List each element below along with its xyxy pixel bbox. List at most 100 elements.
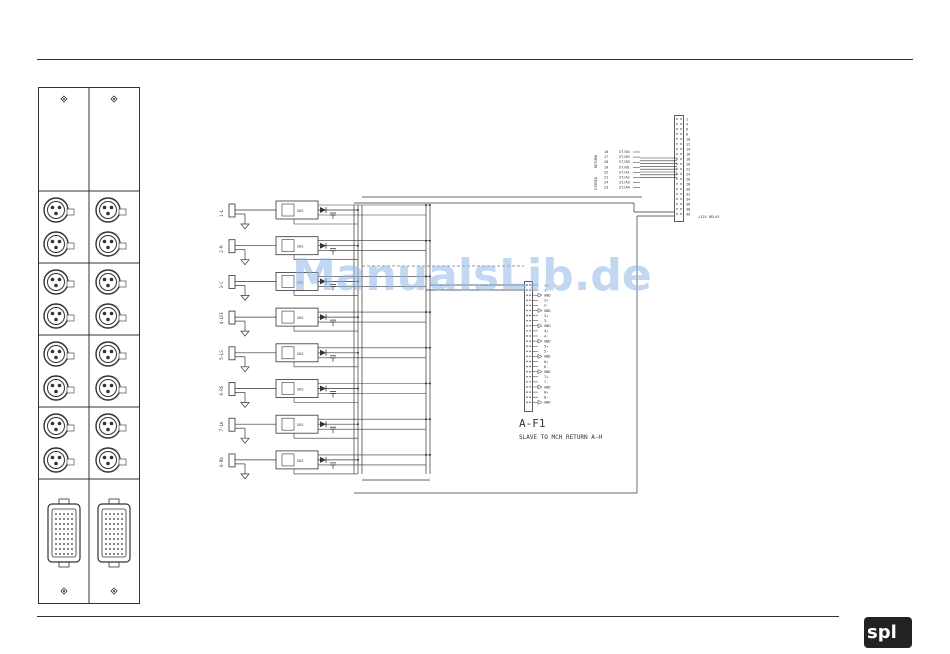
stereo-pin-name: ST/B4 [619, 150, 630, 154]
af1-pin-label: GND [544, 401, 551, 405]
pin-number: 16 [686, 152, 690, 156]
pin-number: 12 [686, 142, 690, 146]
af1-pin-label: GND [544, 294, 551, 298]
af1-pin-label: 7+ [544, 375, 549, 379]
channel-label: 2-R [219, 245, 224, 253]
pin-number: 40 [686, 212, 690, 216]
module-label: SOS [297, 316, 304, 320]
af1-pin-label: 6- [544, 365, 548, 369]
xlr-connector-icon [95, 269, 127, 295]
af1-pin-label: 2- [544, 304, 548, 308]
stereo-return-title-left: STEREO [594, 177, 598, 190]
spl-logo: spl [864, 617, 912, 648]
jack-icon [228, 310, 236, 325]
af1-pin-label: GND [544, 385, 551, 389]
xlr-connector-icon [43, 375, 75, 401]
pin-number: 4 [686, 122, 688, 126]
diode-icon [320, 242, 326, 249]
ground-icon [240, 223, 250, 230]
xlr-connector-icon [43, 303, 75, 329]
pin-number: 34 [686, 197, 690, 201]
af1-pin-label: GND [544, 309, 551, 313]
channel-strip: 2-R SOS [219, 236, 430, 266]
diode-icon [320, 349, 326, 356]
channel-label: 5-LS [219, 350, 224, 360]
af1-pin-label: 8+ [544, 390, 549, 394]
xlr-connector-icon [43, 269, 75, 295]
rear-panel [38, 87, 140, 604]
ground-icon [240, 437, 250, 444]
multipin-connectors [47, 498, 131, 568]
ground-icon [537, 308, 543, 313]
pin-number: 6 [686, 127, 688, 131]
pin-number: 22 [686, 167, 690, 171]
xlr-connector-icon [95, 341, 127, 367]
screw-icon [60, 587, 68, 595]
stereo-pin-name: ST/A3 [619, 181, 630, 185]
screw-icon [110, 587, 118, 595]
af1-pin-label: GND [544, 324, 551, 328]
diode-icon [320, 421, 326, 428]
xlr-connector-icon [95, 197, 127, 223]
panel-screws [60, 95, 118, 595]
watermark: ManualsLib.de [292, 250, 652, 301]
signal-buses [353, 196, 674, 494]
stereo-pin-name: ST/B1 [619, 165, 630, 169]
module-label: SOS [297, 459, 304, 463]
stereo-pin-number: 23 [604, 186, 608, 190]
diode-icon [320, 385, 326, 392]
pin-number: 8 [686, 132, 688, 136]
module-label: SOS [297, 388, 304, 392]
stereo-pin-name: ST/B2 [619, 155, 630, 159]
stereo-pin-name: ST/A4 [619, 186, 630, 190]
diode-icon [320, 278, 326, 285]
channel-label: 4-LFE [219, 311, 224, 324]
xlr-connector-icon [43, 197, 75, 223]
module-label: SOS [297, 245, 304, 249]
pin-number: 20 [686, 162, 690, 166]
xlr-connector-icon [43, 413, 75, 439]
xlr-connector-icon [95, 231, 127, 257]
af1-pin-label: GND [544, 355, 551, 359]
stereo-pin-name: ST/A1 [619, 170, 630, 174]
channel-label: 6-RS [219, 385, 224, 395]
stereo-pin-number: 21 [604, 176, 608, 180]
channel-strip: 4-LFE SOS [219, 307, 430, 337]
af1-caption: SLAVE TO MCH RETURN A-H [519, 434, 602, 441]
ground-icon [240, 402, 250, 409]
stereo-pin-number: 24 [604, 181, 608, 185]
diode-icon [320, 314, 326, 321]
multipin-connector-icon [97, 498, 131, 568]
module-label: SOS [297, 423, 304, 427]
xlr-connector-icon [95, 413, 127, 439]
pin-number: 28 [686, 182, 690, 186]
af1-pin-label: 2+ [544, 299, 549, 303]
diode-icon [320, 207, 326, 213]
af1-pin-label: GND [544, 339, 551, 343]
jack-icon [228, 239, 236, 254]
diode-icon [320, 456, 326, 463]
af1-pin-label: 1+ [544, 283, 549, 287]
af1-pin-label: 5+ [544, 345, 549, 349]
pin-number: 32 [686, 192, 690, 196]
af1-pin-label: 7- [544, 380, 548, 384]
xlr-connector-icon [43, 447, 75, 473]
ground-icon [240, 295, 250, 301]
multipin-connector-icon [47, 498, 81, 568]
af1-pin-label: 6+ [544, 360, 549, 364]
channel-strip: 6-RS SOS [219, 379, 430, 409]
stereo-pin-number: 22 [604, 170, 608, 174]
xlr-connector-icon [95, 303, 127, 329]
af1-pin-label: 4- [544, 334, 548, 338]
logo-text: spl [867, 622, 897, 643]
stereo-return-title-right: RETURN [594, 155, 598, 168]
xlr-connector-icon [95, 447, 127, 473]
screw-icon [60, 95, 68, 103]
relay-label: +12V RELAY [698, 215, 720, 219]
af1-pin-label: 4+ [544, 329, 549, 333]
